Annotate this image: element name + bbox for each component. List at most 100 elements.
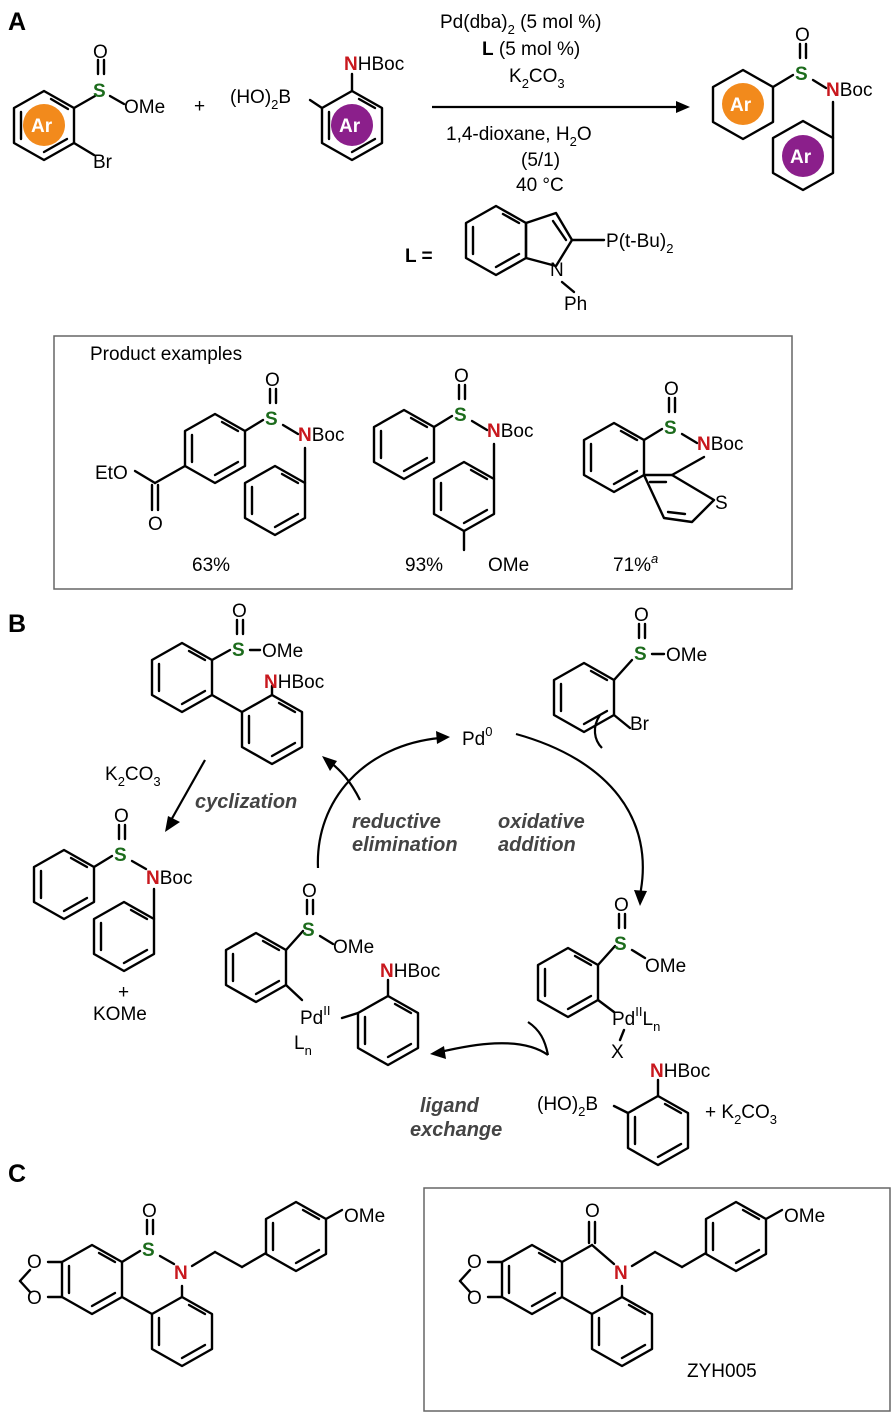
svg-text:(HO)2B: (HO)2B [230, 87, 291, 112]
oxidative-addition-complex: S O OMe PdIILn X [536, 895, 686, 1063]
zyh005-box [423, 1187, 891, 1412]
svg-text:Ph: Ph [564, 294, 587, 315]
svg-text:O: O [664, 379, 679, 400]
svg-text:S: S [114, 845, 127, 866]
svg-text:S: S [142, 1240, 155, 1261]
svg-text:L (5 mol %): L (5 mol %) [482, 39, 580, 60]
svg-text:O: O [142, 1201, 157, 1222]
svg-text:N: N [550, 260, 564, 281]
zyh005-label: ZYH005 [687, 1361, 757, 1382]
svg-text:S: S [795, 64, 808, 85]
svg-text:OMe: OMe [645, 956, 686, 977]
svg-text:Pd(dba)2 (5 mol %): Pd(dba)2 (5 mol %) [440, 12, 601, 37]
plus-sign: + [194, 96, 205, 117]
svg-text:+: + [118, 982, 129, 1003]
pd0-catalyst: Pd0 [462, 724, 492, 750]
svg-text:1,4-dioxane, H2O: 1,4-dioxane, H2O [446, 124, 592, 149]
svg-text:OMe: OMe [333, 937, 374, 958]
label-cyclization: cyclization [195, 791, 297, 813]
svg-text:O: O [265, 370, 280, 391]
reactant-aryl-sulfinate: Ar S O OMe Br [12, 42, 165, 173]
svg-text:O: O [27, 1252, 42, 1273]
svg-text:S: S [634, 644, 647, 665]
svg-text:O: O [614, 895, 629, 916]
svg-text:P(t-Bu)2: P(t-Bu)2 [606, 231, 673, 256]
svg-text:NBoc: NBoc [697, 434, 743, 455]
svg-text:+ K2CO3: + K2CO3 [705, 1102, 777, 1127]
label-exchange: exchange [410, 1119, 502, 1141]
svg-text:Ar: Ar [730, 95, 752, 116]
product-examples-title: Product examples [90, 344, 242, 365]
svg-text:O: O [93, 42, 108, 63]
svg-text:O: O [148, 514, 163, 535]
svg-text:40 °C: 40 °C [516, 175, 564, 196]
svg-text:O: O [114, 806, 129, 827]
svg-text:PdII: PdII [300, 1003, 330, 1029]
svg-text:Ar: Ar [31, 116, 53, 137]
biaryl-intermediate: S O OMe NHBoc [150, 601, 324, 766]
svg-text:OMe: OMe [666, 645, 707, 666]
aryl-sulfinate-substrate: S O OMe Br [552, 605, 707, 735]
svg-text:S: S [454, 405, 467, 426]
svg-text:OMe: OMe [488, 555, 529, 576]
svg-text:L =: L = [405, 246, 433, 267]
svg-text:S: S [93, 81, 106, 102]
product-benzothiazine: Ar Ar S O NBoc [711, 25, 872, 192]
example-product-3: S O NBoc S 71%a [582, 379, 743, 576]
svg-text:NBoc: NBoc [146, 868, 192, 889]
svg-text:O: O [585, 1201, 600, 1222]
svg-text:PdIILn: PdIILn [612, 1004, 660, 1034]
aryl-circle-purple [331, 104, 373, 146]
svg-text:OMe: OMe [344, 1206, 385, 1227]
example-product-2: S O NBoc OMe 93% [372, 366, 533, 576]
reactant-boronic-acid: (HO)2B Ar NHBoc [230, 54, 404, 162]
svg-text:X: X [611, 1042, 624, 1063]
svg-text:KOMe: KOMe [93, 1004, 147, 1025]
panel-label-c: C [8, 1160, 26, 1188]
svg-text:O: O [232, 601, 247, 622]
cyclized-product: S O NBoc + KOMe [32, 806, 192, 1025]
ligand-definition: L = P(t-Bu)2 N Ph [405, 204, 673, 315]
example-product-1: S O NBoc O EtO 63% [95, 370, 344, 576]
svg-text:S: S [232, 640, 245, 661]
svg-text:NHBoc: NHBoc [264, 672, 324, 693]
svg-text:O: O [454, 366, 469, 387]
svg-text:NBoc: NBoc [826, 80, 872, 101]
label-elimination: elimination [352, 834, 458, 856]
diaryl-palladium-complex: S O OMe PdII Ln NHBoc [224, 881, 440, 1067]
reaction-conditions: Pd(dba)2 (5 mol %) L (5 mol %) K2CO3 1,4… [432, 12, 690, 196]
svg-text:S: S [664, 418, 677, 439]
svg-text:Ar: Ar [339, 116, 361, 137]
svg-text:O: O [634, 605, 649, 626]
boronic-acid-partner: (HO)2B NHBoc + K2CO3 [537, 1061, 777, 1167]
catalytic-cycle-arrows [165, 714, 647, 1059]
svg-text:(5/1): (5/1) [521, 150, 560, 171]
svg-text:O: O [467, 1288, 482, 1309]
sulfinamide-analog: O O S O N OMe [18, 1200, 385, 1368]
label-oxidative: oxidative [498, 811, 585, 833]
svg-text:S: S [715, 493, 728, 514]
svg-text:O: O [27, 1288, 42, 1309]
svg-text:Br: Br [93, 152, 113, 173]
svg-text:Br: Br [630, 714, 650, 735]
product-examples-box [53, 335, 793, 590]
svg-text:71%a: 71%a [613, 551, 658, 576]
svg-text:EtO: EtO [95, 463, 128, 484]
svg-text:OMe: OMe [784, 1206, 825, 1227]
svg-text:O: O [302, 881, 317, 902]
svg-text:O: O [795, 25, 810, 46]
svg-text:K2CO3: K2CO3 [509, 66, 565, 91]
svg-text:S: S [614, 934, 627, 955]
label-reductive: reductive [352, 811, 441, 833]
svg-text:NHBoc: NHBoc [380, 961, 440, 982]
svg-text:OMe: OMe [262, 641, 303, 662]
aryl-circle-orange [23, 104, 65, 146]
k2co3-label: K2CO3 [105, 764, 161, 789]
svg-text:93%: 93% [405, 555, 443, 576]
svg-text:63%: 63% [192, 555, 230, 576]
label-addition: addition [498, 834, 576, 856]
svg-text:NHBoc: NHBoc [344, 54, 404, 75]
svg-text:NBoc: NBoc [298, 425, 344, 446]
svg-text:Ar: Ar [790, 147, 812, 168]
